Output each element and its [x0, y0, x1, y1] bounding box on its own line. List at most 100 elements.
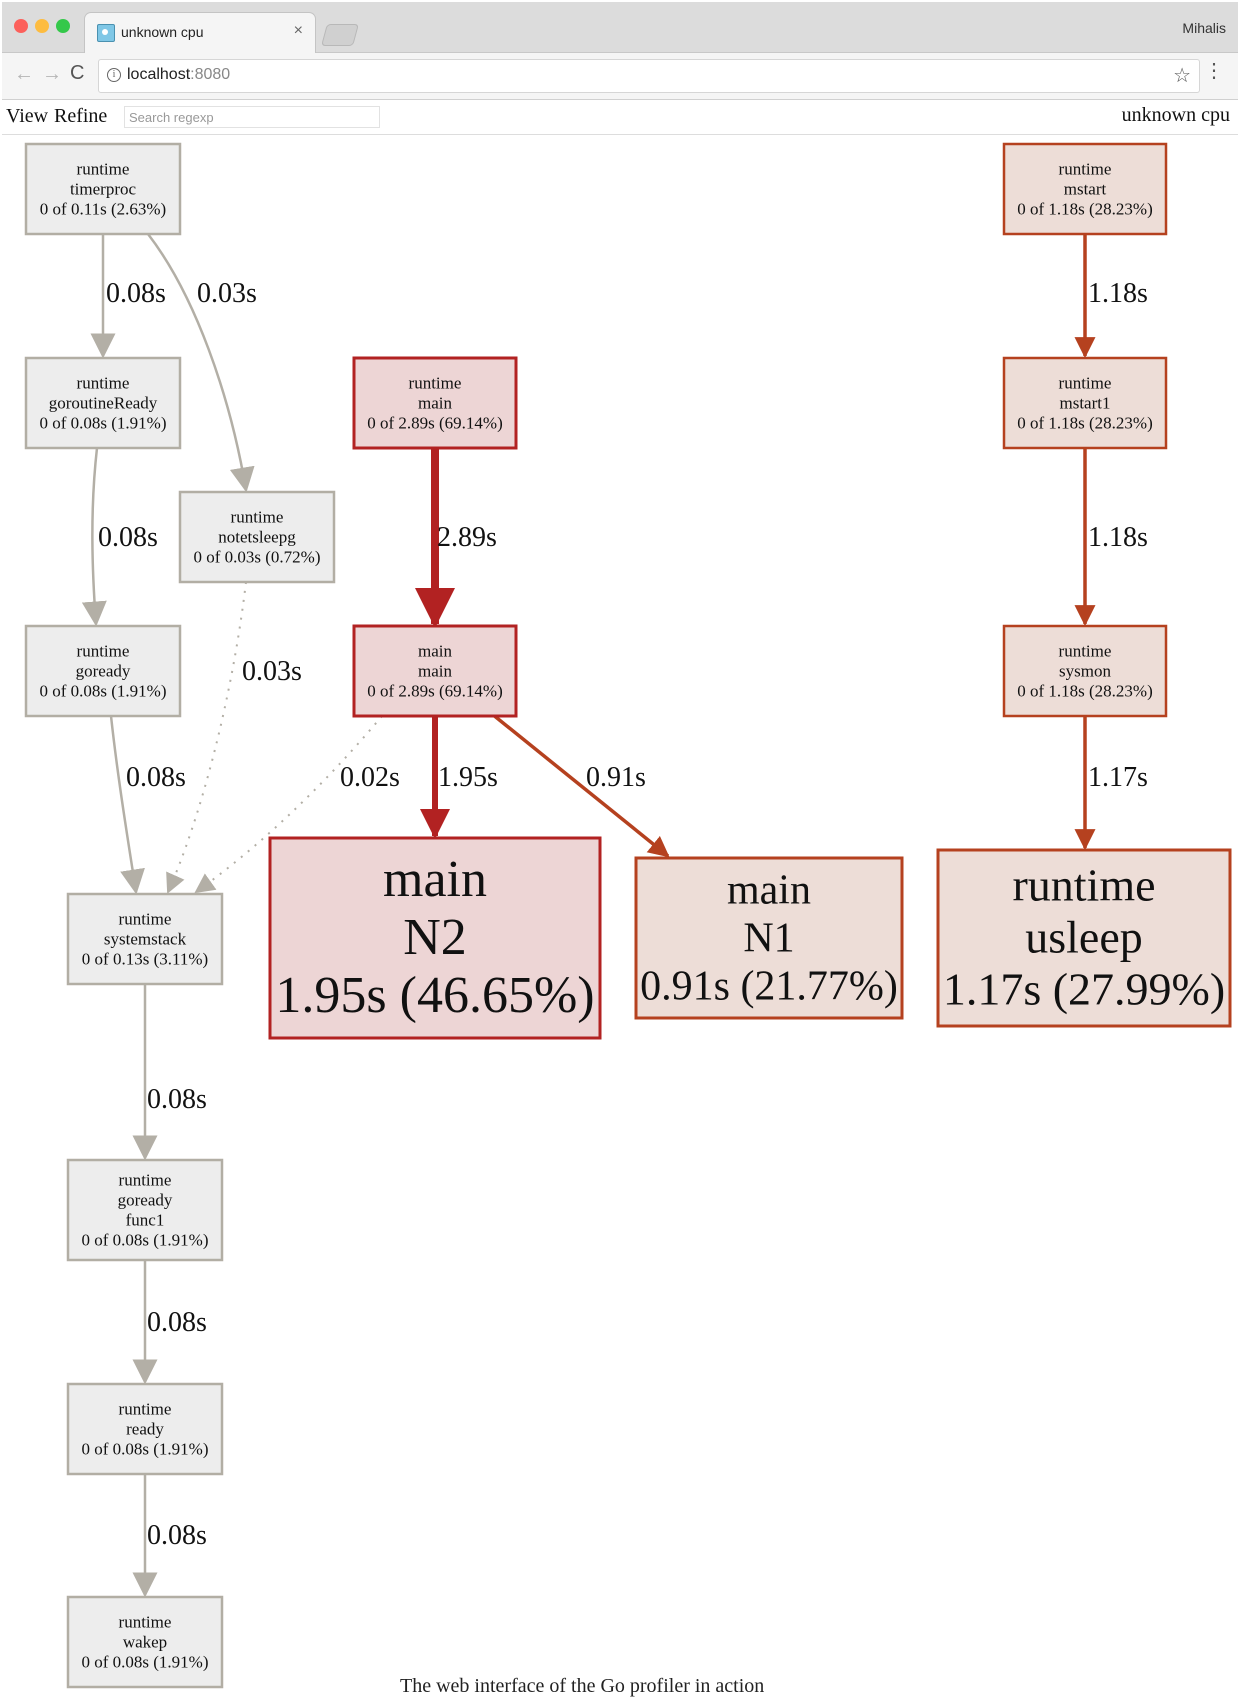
node-box: [352, 624, 518, 718]
edge-label: 0.91s: [586, 762, 646, 793]
node-label-line: runtime: [1059, 642, 1112, 661]
search-input[interactable]: [124, 106, 380, 128]
menu-icon[interactable]: ⋮: [1204, 60, 1224, 82]
node-label-line: 0 of 0.03s (0.72%): [193, 548, 320, 567]
browser-toolbar: ← → C i localhost:8080 ☆ ⋮: [2, 53, 1238, 100]
node-label-line: runtime: [77, 160, 130, 179]
node-box: [1002, 356, 1168, 450]
reload-icon[interactable]: C: [70, 62, 85, 84]
edge-timerproc-to-notetsleepg[interactable]: [147, 233, 255, 493]
address-bar[interactable]: i localhost:8080 ☆: [98, 59, 1200, 93]
edge-label: 0.08s: [147, 1307, 207, 1338]
edge-label: 0.03s: [197, 278, 257, 309]
node-label-line: main: [418, 642, 452, 661]
node-label-line: N2: [403, 909, 467, 966]
edge-main_main-to-main_N1[interactable]: [490, 712, 670, 858]
edge-label: 0.08s: [147, 1084, 207, 1115]
node-box: [1002, 624, 1168, 718]
star-icon[interactable]: ☆: [1173, 65, 1191, 87]
node-box: [66, 1382, 224, 1476]
url-text[interactable]: localhost:8080: [127, 66, 230, 84]
node-label-line: main: [727, 867, 811, 913]
node-label-line: 0 of 1.18s (28.23%): [1017, 200, 1153, 219]
figure-caption: The web interface of the Go profiler in …: [400, 1675, 765, 1697]
window-maximize-button[interactable]: [56, 19, 70, 33]
node-label-line: notetsleepg: [218, 528, 296, 547]
node-label-line: goready: [118, 1191, 173, 1210]
node-box: [178, 490, 336, 584]
url-port: :8080: [190, 66, 231, 83]
edge-label: 0.03s: [242, 656, 302, 687]
edge-label: 0.08s: [126, 762, 186, 793]
info-icon[interactable]: i: [107, 68, 121, 82]
node-label-line: runtime: [1059, 374, 1112, 393]
node-label-line: main: [418, 662, 452, 681]
window-close-button[interactable]: [14, 19, 28, 33]
node-box: [24, 356, 182, 450]
node-label-line: usleep: [1025, 912, 1143, 963]
node-box: [24, 142, 182, 236]
node-label-line: runtime: [409, 374, 462, 393]
node-label-line: mstart1: [1060, 394, 1111, 413]
edge-label: 1.17s: [1088, 762, 1148, 793]
back-icon[interactable]: ←: [14, 63, 34, 85]
node-box: [66, 892, 224, 986]
node-label-line: runtime: [77, 374, 130, 393]
node-label-line: 0 of 0.11s (2.63%): [40, 200, 166, 219]
forward-icon[interactable]: →: [42, 63, 62, 85]
node-label-line: runtime: [1059, 160, 1112, 179]
profile-name[interactable]: Mihalis: [1182, 20, 1226, 36]
node-label-line: runtime: [231, 508, 284, 527]
node-box: [634, 856, 904, 1020]
node-label-line: ready: [126, 1420, 164, 1439]
edge-label: 1.95s: [438, 762, 498, 793]
node-label-line: sysmon: [1059, 662, 1111, 681]
node-label-line: runtime: [119, 1400, 172, 1419]
node-label-line: main: [383, 851, 487, 908]
node-label-line: runtime: [119, 910, 172, 929]
node-label-line: 0 of 0.08s (1.91%): [39, 682, 166, 701]
node-box: [66, 1158, 224, 1262]
edge-goready-to-systemstack[interactable]: [109, 715, 145, 895]
node-box: [352, 356, 518, 450]
node-label-line: timerproc: [70, 180, 137, 199]
url-host: localhost: [127, 66, 191, 83]
window-minimize-button[interactable]: [35, 19, 49, 33]
edge-label: 2.89s: [437, 522, 497, 553]
tab-close-icon[interactable]: ×: [293, 22, 303, 39]
node-label-line: N1: [743, 915, 794, 961]
refine-menu[interactable]: Refine: [54, 105, 108, 127]
edge-label: 0.02s: [340, 762, 400, 793]
node-label-line: 1.17s (27.99%): [943, 964, 1225, 1015]
node-box: [936, 848, 1232, 1028]
tab-title: unknown cpu: [121, 24, 204, 40]
node-box: [268, 836, 602, 1040]
edge-notetsleepg-to-systemstack[interactable]: [166, 581, 247, 894]
edge-main_main-to-systemstack[interactable]: [194, 715, 383, 894]
node-label-line: 0 of 2.89s (69.14%): [367, 414, 503, 433]
node-label-line: 0 of 0.08s (1.91%): [39, 414, 166, 433]
node-label-line: runtime: [1012, 860, 1155, 911]
node-label-line: 0 of 2.89s (69.14%): [367, 682, 503, 701]
edge-goroutineReady-to-goready[interactable]: [81, 447, 107, 627]
node-label-line: 0 of 0.08s (1.91%): [81, 1653, 208, 1672]
browser-tab[interactable]: unknown cpu ×: [84, 12, 316, 53]
view-menu[interactable]: View: [6, 105, 49, 127]
